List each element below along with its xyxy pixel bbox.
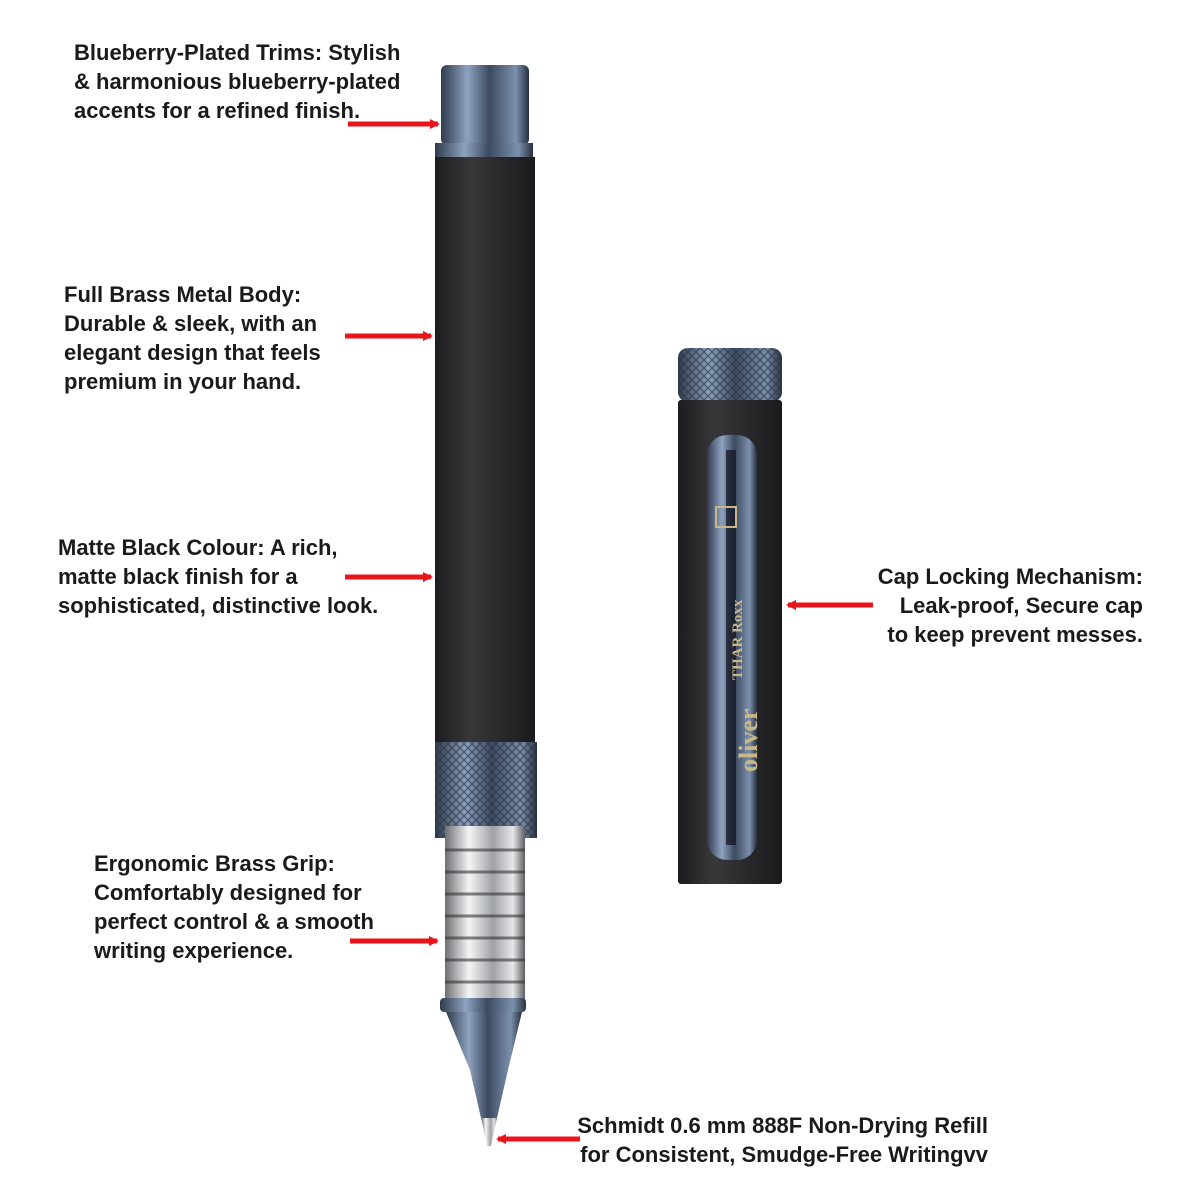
- pen-cap: [678, 348, 782, 884]
- cap-branding: oliver THAR Roxx: [700, 500, 763, 780]
- refill-tip: [481, 1118, 497, 1146]
- annotation-line: Durable & sleek, with an: [64, 311, 318, 336]
- annotation-trims: Blueberry-Plated Trims: Stylish & harmon…: [74, 38, 400, 125]
- annotation-line: writing experience.: [94, 938, 294, 963]
- annotation-line: Blueberry-Plated Trims: Stylish: [74, 40, 401, 65]
- annotation-line: Ergonomic Brass Grip:: [94, 851, 335, 876]
- annotation-line: Leak-proof, Secure cap: [899, 593, 1143, 618]
- barrel: [435, 157, 535, 743]
- annotation-line: sophisticated, distinctive look.: [58, 593, 379, 618]
- annotation-line: Full Brass Metal Body:: [64, 282, 302, 307]
- annotation-line: matte black finish for a: [58, 564, 298, 589]
- annotation-line: Schmidt 0.6 mm 888F Non-Drying Refill: [577, 1113, 988, 1138]
- brand-logo: oliver: [734, 708, 763, 772]
- annotation-refill: Schmidt 0.6 mm 888F Non-Drying Refill fo…: [577, 1111, 988, 1169]
- annotation-line: perfect control & a smooth: [94, 909, 374, 934]
- annotation-line: Matte Black Colour: A rich,: [58, 535, 338, 560]
- annotation-line: for Consistent, Smudge-Free Writingvv: [580, 1142, 988, 1167]
- annotation-cap: Cap Locking Mechanism: Leak-proof, Secur…: [878, 562, 1143, 649]
- trim-band: [435, 143, 533, 157]
- model-name: THAR Roxx: [730, 599, 746, 680]
- annotation-line: & harmonious blueberry-plated: [74, 69, 401, 94]
- annotation-line: premium in your hand.: [64, 369, 302, 394]
- annotation-body: Full Brass Metal Body: Durable & sleek, …: [64, 280, 321, 396]
- annotation-grip: Ergonomic Brass Grip: Comfortably design…: [94, 849, 374, 965]
- top-trim: [441, 65, 529, 145]
- annotation-line: to keep prevent messes.: [887, 622, 1143, 647]
- brand-emblem: [715, 506, 737, 528]
- arrows: [345, 119, 873, 1144]
- annotation-line: elegant design that feels: [64, 340, 321, 365]
- annotation-line: Comfortably designed for: [94, 880, 362, 905]
- annotation-line: Cap Locking Mechanism:: [877, 564, 1143, 589]
- nib-cone: [446, 1012, 522, 1118]
- annotation-line: accents for a refined finish.: [74, 98, 361, 123]
- annotation-colour: Matte Black Colour: A rich, matte black …: [58, 533, 378, 620]
- grip-section: [445, 826, 525, 1002]
- pen-body: [435, 65, 537, 1146]
